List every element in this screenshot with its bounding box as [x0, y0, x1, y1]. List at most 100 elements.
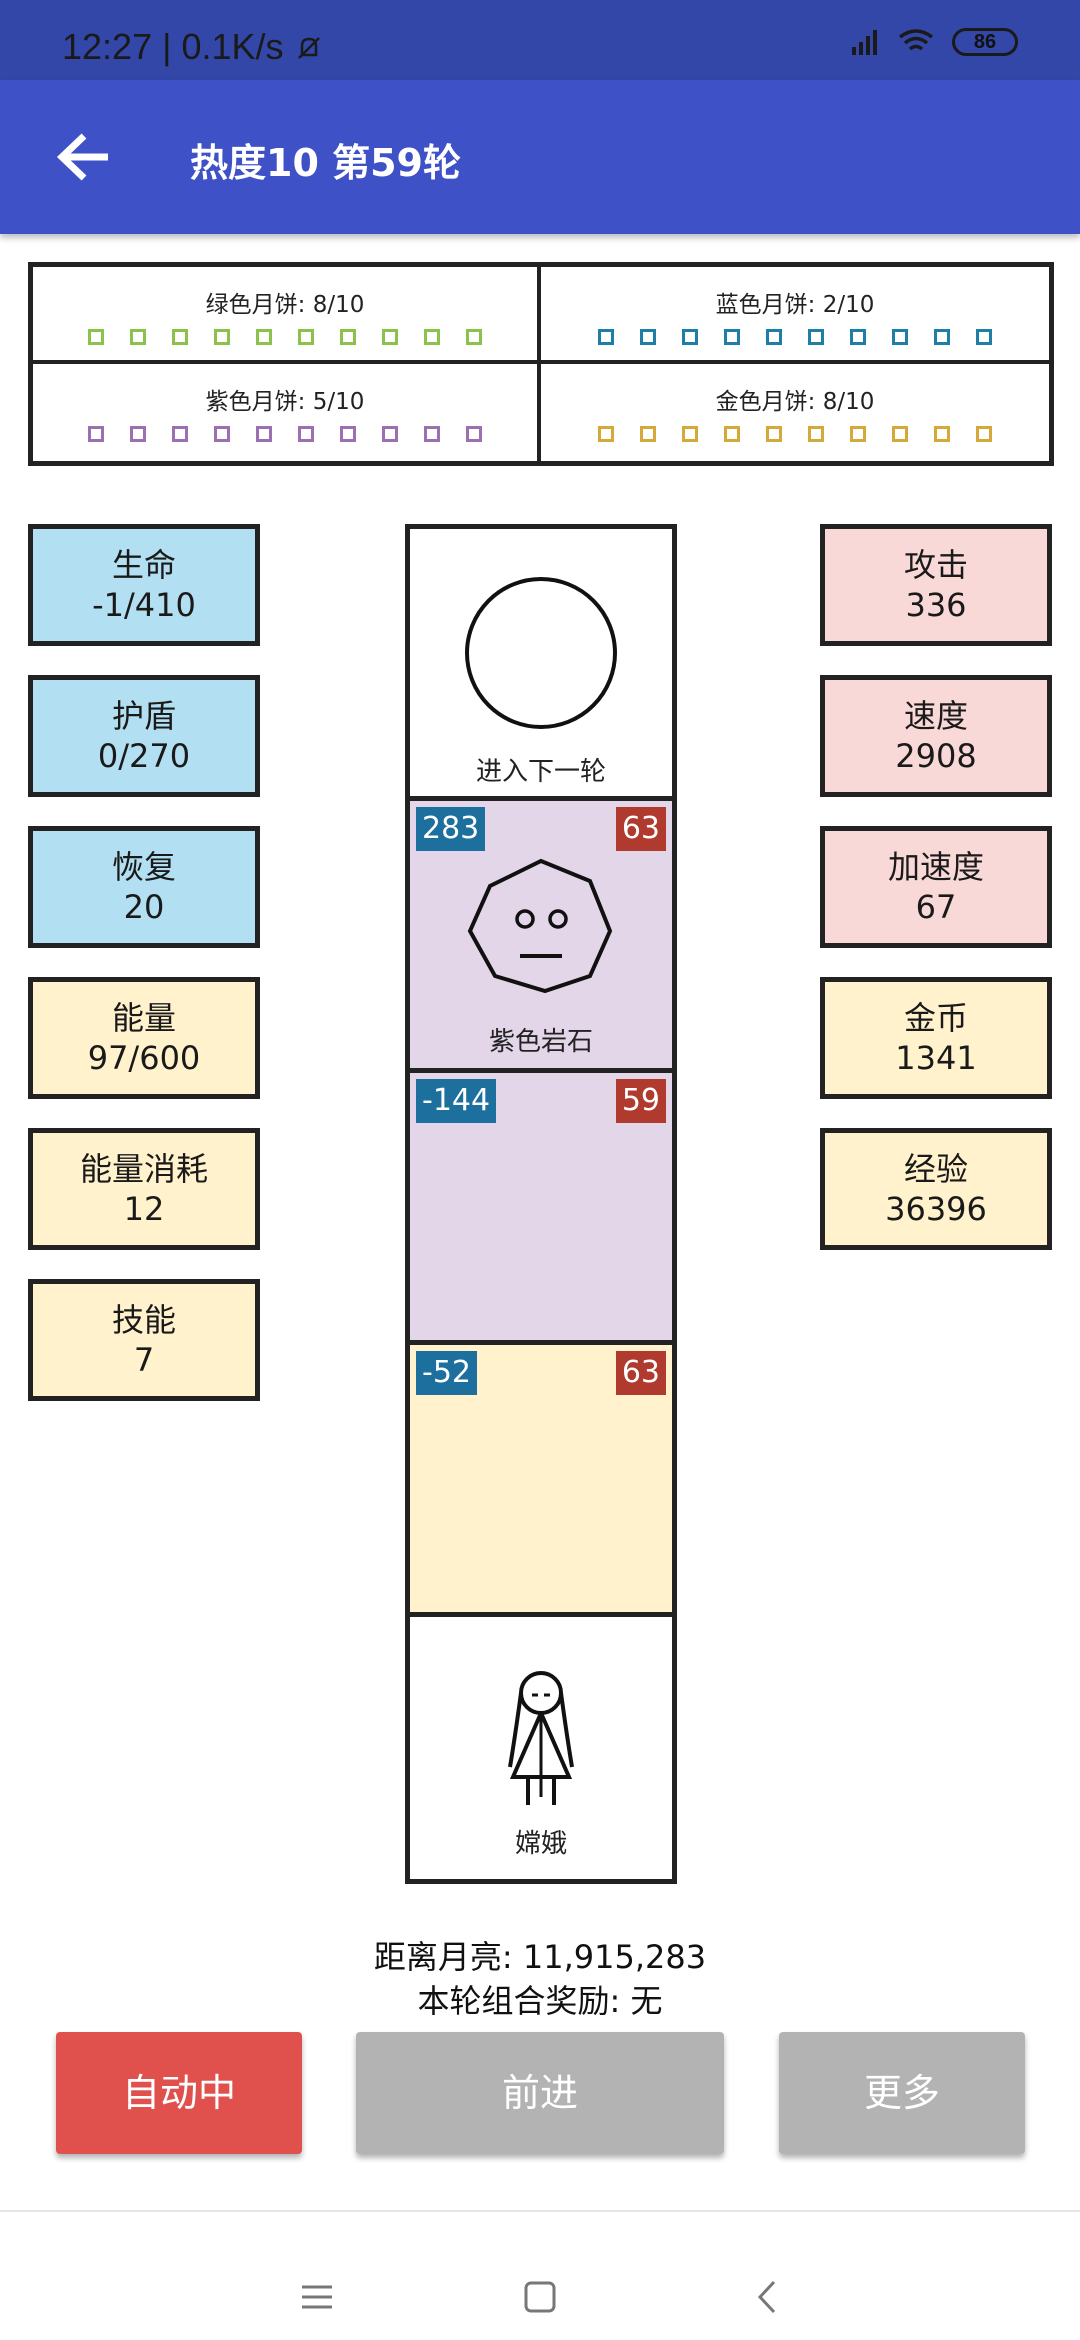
stat-hp: 生命-1/410: [28, 524, 260, 646]
cake-dot: [340, 329, 356, 345]
signal-icon: [852, 30, 877, 55]
cake-progress: [541, 329, 1049, 345]
net-speed: 0.1K/s: [181, 26, 284, 67]
cake-dot: [214, 329, 230, 345]
mooncake-panel: 绿色月饼: 8/10 蓝色月饼: 2/10 紫色月饼: 5/10 金色月饼: 8…: [28, 262, 1054, 466]
cake-dot: [976, 329, 992, 345]
cake-progress: [33, 426, 537, 442]
wifi-icon: [898, 29, 934, 51]
back-button[interactable]: [50, 120, 120, 194]
cake-dot: [382, 426, 398, 442]
distance-text: 距离月亮: 11,915,283: [373, 1938, 707, 1976]
cake-label: 紫色月饼: 5/10: [205, 389, 365, 415]
cake-dot: [88, 426, 104, 442]
cake-dot: [214, 426, 230, 442]
cake-label: 蓝色月饼: 2/10: [715, 292, 875, 318]
cake-dot: [130, 426, 146, 442]
status-bar: 12:27 | 0.1K/s 86: [0, 0, 1080, 80]
cake-progress: [541, 426, 1049, 442]
cake-dot: [850, 426, 866, 442]
cake-dot: [850, 329, 866, 345]
circle-icon: [465, 577, 617, 729]
cake-dot: [808, 329, 824, 345]
menu-icon[interactable]: [297, 2277, 337, 2317]
cake-dot: [172, 329, 188, 345]
auto-button[interactable]: 自动中: [56, 2032, 302, 2154]
green-cake-cell: 绿色月饼: 8/10: [33, 267, 541, 364]
chang-e-figure-icon: [508, 1671, 574, 1805]
blue-cake-cell: 蓝色月饼: 2/10: [541, 267, 1049, 364]
cake-dot: [256, 426, 272, 442]
cake-dot: [598, 426, 614, 442]
cake-dot: [724, 329, 740, 345]
cake-dot: [424, 426, 440, 442]
page-title: 热度10 第59轮: [190, 141, 461, 185]
rock-label: 紫色岩石: [488, 1027, 593, 1057]
more-button[interactable]: 更多: [779, 2032, 1025, 2154]
cake-dot: [724, 426, 740, 442]
cake-dot: [466, 329, 482, 345]
cake-dot: [640, 329, 656, 345]
cake-dot: [766, 329, 782, 345]
cake-dot: [892, 329, 908, 345]
cake-dot: [466, 426, 482, 442]
clock: 12:27: [62, 26, 153, 67]
yellow-right-badge: 63: [615, 1351, 666, 1395]
purple-right-badge: 59: [615, 1079, 666, 1123]
purple-left-badge: -144: [416, 1079, 497, 1123]
cake-dot: [640, 426, 656, 442]
rock-left-badge: 283: [416, 807, 486, 851]
cake-dot: [340, 426, 356, 442]
back-nav-icon[interactable]: [748, 2277, 788, 2317]
status-icons: 86: [850, 28, 1018, 56]
rock-right-badge: 63: [615, 807, 666, 851]
cake-dot: [808, 426, 824, 442]
cake-dot: [598, 329, 614, 345]
rock-face-icon: [467, 858, 613, 994]
cake-dot: [766, 426, 782, 442]
yellow-left-badge: -52: [416, 1351, 477, 1395]
cake-dot: [298, 426, 314, 442]
forward-button[interactable]: 前进: [356, 2032, 724, 2154]
cake-dot: [88, 329, 104, 345]
mute-bell-icon: [297, 37, 320, 59]
cake-dot: [130, 329, 146, 345]
cake-dot: [172, 426, 188, 442]
status-time: 12:27 | 0.1K/s: [62, 26, 324, 68]
purple-cake-cell: 紫色月饼: 5/10: [33, 364, 541, 461]
rock-cell[interactable]: 283 63 紫色岩石: [410, 801, 672, 1073]
arrow-left-icon: [56, 133, 108, 181]
app-bar: 热度10 第59轮: [0, 80, 1080, 234]
cake-dot: [298, 329, 314, 345]
cake-dot: [382, 329, 398, 345]
cake-dot: [934, 329, 950, 345]
battery-icon: 86: [952, 28, 1018, 56]
cake-dot: [976, 426, 992, 442]
player-label: 嫦娥: [514, 1829, 567, 1859]
cake-dot: [892, 426, 908, 442]
cake-dot: [256, 329, 272, 345]
combo-text: 本轮组合奖励: 无: [417, 1982, 663, 2020]
next-round-cell[interactable]: 进入下一轮: [410, 529, 672, 801]
home-icon[interactable]: [520, 2277, 560, 2317]
cake-dot: [934, 426, 950, 442]
next-round-label: 进入下一轮: [475, 757, 606, 787]
player-cell: 嫦娥: [410, 1617, 672, 1879]
cake-label: 绿色月饼: 8/10: [205, 292, 365, 318]
empty-purple-cell[interactable]: -144 59: [410, 1073, 672, 1345]
empty-yellow-cell[interactable]: -52 63: [410, 1345, 672, 1617]
cake-label: 金色月饼: 8/10: [715, 389, 875, 415]
cake-progress: [33, 329, 537, 345]
system-nav-bar: [0, 2210, 1080, 2340]
track-column: 进入下一轮 283 63 紫色岩石 -144 59 -52 63: [405, 524, 677, 1884]
